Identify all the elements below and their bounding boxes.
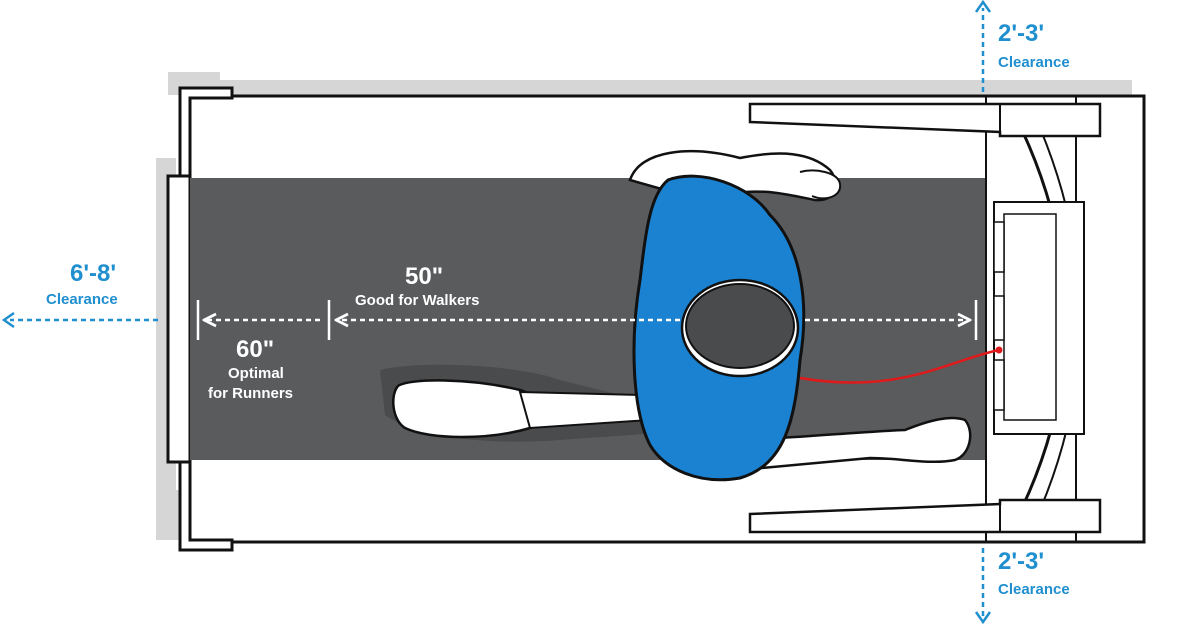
measurement-arrows [196,300,978,340]
top-clearance-value: 2'-3' [998,20,1045,47]
bottom-clearance-label: Clearance [998,581,1070,598]
safety-cord [799,348,1000,384]
console-button-a [993,221,1005,273]
bottom-clearance-value: 2'-3' [998,548,1045,575]
console-button-c [993,359,1005,411]
rear-clearance-label: Clearance [46,291,118,308]
rear-clearance-value: 6'-8' [70,260,117,287]
runners-length: 60" [236,336,275,363]
runners-label-line2: for Runners [208,385,294,402]
arm-bottom [717,416,972,472]
arrow-down-icon [974,611,992,625]
arrow-up-icon [974,0,992,13]
rear-shoe [392,379,540,439]
runner-figure [392,150,1000,482]
hand-top [799,169,842,200]
rear-roller [166,174,192,464]
runners-label-line1: Optimal [228,365,284,382]
runner-hair [685,283,795,369]
console-button-b [993,295,1005,341]
walkers-length: 50" [405,263,444,290]
arrow-left-icon [1,311,15,329]
console-screen [1003,213,1057,421]
clearance-arrows [1,0,992,625]
walkers-label: Good for Walkers [355,292,480,309]
top-clearance-label: Clearance [998,54,1070,71]
